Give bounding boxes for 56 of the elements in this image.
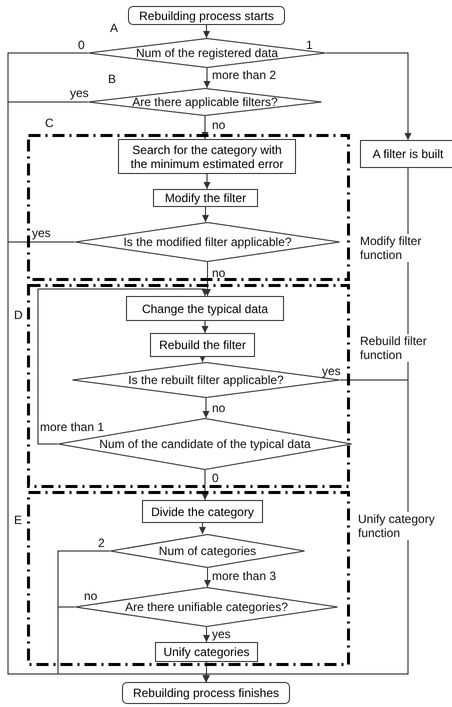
connector-arrow — [199, 522, 206, 534]
node-text: Are there applicable filters? — [131, 95, 279, 109]
terminal-box: Rebuilding process finishes — [122, 682, 290, 704]
connector-arrow — [202, 398, 210, 418]
connector-arrow — [38, 288, 208, 444]
edge-label: no — [212, 118, 226, 132]
edge-label: yes — [70, 86, 89, 100]
section-letter: B — [108, 72, 116, 86]
process-box: A filter is built — [360, 140, 452, 168]
edge-label: no — [212, 401, 226, 415]
node-text: Are there unifiable categories? — [124, 600, 289, 614]
process-box: Modify the filter — [153, 189, 258, 207]
process-box: Search for the category with the minimum estimated error — [118, 139, 296, 174]
node-text: Is the rebuilt filter applicable? — [127, 373, 285, 387]
edge-label: 0 — [78, 38, 85, 52]
region-letter: D — [14, 308, 23, 322]
edge-label: 2 — [98, 536, 105, 550]
node-text: Num of the registered data — [134, 46, 280, 60]
edge-label: yes — [322, 364, 341, 378]
edge-label: 1 — [306, 38, 313, 52]
decision-diamond — [75, 222, 340, 262]
decision-diamond — [75, 587, 338, 627]
edge-label: no — [84, 589, 98, 603]
terminal-box: Rebuilding process starts — [128, 6, 285, 25]
edge-label: more than 1 — [40, 420, 104, 434]
connector-arrow — [202, 470, 208, 500]
connector-arrow — [326, 52, 412, 140]
region-letter: C — [45, 116, 54, 130]
edge-label: yes — [32, 226, 51, 240]
connector-arrow — [203, 24, 210, 38]
connector-arrow — [204, 262, 211, 296]
node-text: Num of the candidate of the typical data — [98, 437, 312, 451]
connector-arrow — [202, 320, 208, 334]
region-letter: E — [14, 513, 22, 527]
node-text: Num of categories — [158, 544, 258, 558]
edge-label: yes — [212, 627, 231, 641]
process-box: Change the typical data — [126, 296, 284, 321]
decision-diamond — [110, 534, 305, 568]
process-box: Unify categories — [155, 642, 258, 662]
process-box: Rebuild the filter — [150, 333, 255, 357]
connector-arrow — [203, 662, 210, 682]
decision-diamond — [72, 362, 340, 398]
process-box: Divide the category — [142, 500, 263, 523]
edge-label: 0 — [212, 471, 219, 485]
connector-arrow — [202, 206, 209, 222]
connector-arrow — [202, 116, 208, 140]
connector-arrow — [204, 174, 210, 190]
connector-arrow — [199, 355, 206, 362]
connector-arrow — [204, 68, 210, 88]
edge-label: more than 3 — [212, 569, 276, 583]
edge-label: more than 2 — [212, 68, 276, 82]
connector-arrow — [204, 568, 211, 588]
section-letter: A — [110, 21, 118, 35]
connector-arrow — [203, 626, 210, 642]
edge-label: no — [212, 266, 226, 280]
node-text: Is the modified filter applicable? — [122, 235, 293, 249]
